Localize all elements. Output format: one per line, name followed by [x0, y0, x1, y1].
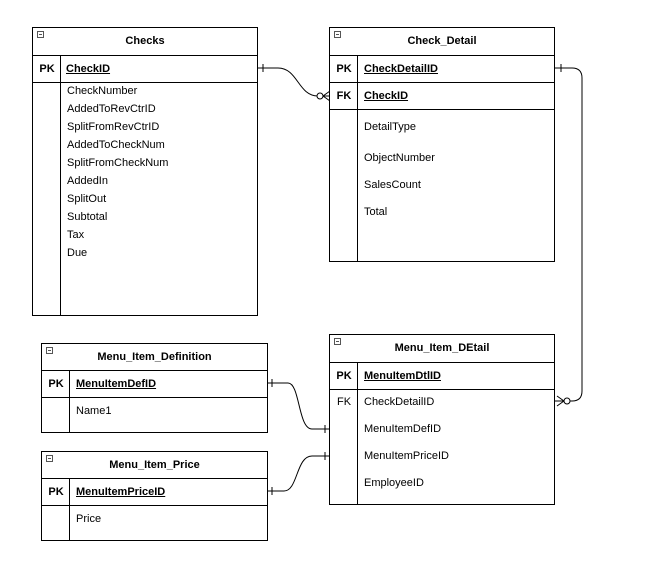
pk-label: PK [39, 63, 55, 75]
attribute: Price [76, 513, 102, 525]
pk-row: PK MenuItemDefID [42, 371, 267, 398]
pk-field: CheckID [66, 63, 111, 75]
collapse-icon[interactable] [46, 455, 53, 462]
collapse-icon[interactable] [334, 31, 341, 38]
pk-row: PK MenuItemDtlID [330, 363, 554, 390]
entity-menu-item-definition[interactable]: Menu_Item_Definition PK MenuItemDefID Na… [41, 343, 268, 433]
pk-field: MenuItemDtlID [364, 370, 441, 382]
entity-title: Checks [125, 35, 165, 47]
attribute: SplitFromCheckNum [67, 157, 169, 169]
attribute: EmployeeID [364, 477, 424, 489]
key-column-divider [357, 56, 358, 261]
attribute: ObjectNumber [364, 152, 435, 164]
collapse-icon[interactable] [37, 31, 44, 38]
attribute: AddedToCheckNum [67, 139, 165, 151]
attribute: CheckDetailID [364, 396, 435, 408]
collapse-icon[interactable] [46, 347, 53, 354]
pk-row: PK CheckID [33, 56, 257, 83]
entity-title: Menu_Item_DEtail [394, 342, 490, 354]
pk-label: PK [336, 370, 352, 382]
attribute: Tax [67, 229, 85, 241]
key-column-divider [357, 363, 358, 504]
entity-checks[interactable]: Checks PK CheckID CheckNumber AddedToRev… [32, 27, 258, 316]
pk-label: PK [336, 63, 352, 75]
key-column-divider [69, 479, 70, 540]
rel-price-menuitemdetail [268, 455, 330, 492]
fk-field: CheckID [364, 90, 409, 102]
zero-marker [316, 92, 324, 100]
pk-field: MenuItemDefID [76, 378, 157, 390]
attribute: DetailType [364, 121, 416, 133]
entity-header: Menu_Item_DEtail [330, 335, 554, 363]
many-marker [322, 90, 331, 102]
rel-checks-checkdetail [258, 67, 330, 97]
rel-checkdetail-menuitemdetail [555, 67, 583, 402]
pk-field: MenuItemPriceID [76, 486, 166, 498]
collapse-icon[interactable] [334, 338, 341, 345]
attribute: MenuItemDefID [364, 423, 442, 435]
entity-title: Check_Detail [407, 35, 477, 47]
attribute: MenuItemPriceID [364, 450, 449, 462]
entity-header: Checks [33, 28, 257, 56]
attribute: Due [67, 247, 88, 259]
attribute: AddedToRevCtrID [67, 103, 156, 115]
fk-label: FK [336, 90, 352, 102]
attribute: CheckNumber [67, 85, 138, 97]
entity-header: Menu_Item_Price [42, 452, 267, 479]
pk-label: PK [48, 486, 64, 498]
entity-menu-item-detail[interactable]: Menu_Item_DEtail PK MenuItemDtlID FK Che… [329, 334, 555, 505]
pk-field: CheckDetailID [364, 63, 438, 75]
attribute: AddedIn [67, 175, 108, 187]
entity-header: Check_Detail [330, 28, 554, 56]
pk-row: PK CheckDetailID [330, 56, 554, 83]
entity-check-detail[interactable]: Check_Detail PK CheckDetailID FK CheckID… [329, 27, 555, 262]
attribute: Total [364, 206, 388, 218]
attribute: SalesCount [364, 179, 421, 191]
entity-title: Menu_Item_Price [109, 459, 200, 471]
rel-definition-menuitemdetail [268, 382, 330, 430]
attribute: Name1 [76, 405, 112, 417]
key-column-divider [60, 56, 61, 315]
attribute: SplitOut [67, 193, 107, 205]
fk-label: FK [337, 396, 352, 408]
fk-row: FK CheckID [330, 83, 554, 110]
attribute: Subtotal [67, 211, 108, 223]
pk-row: PK MenuItemPriceID [42, 479, 267, 506]
attribute: SplitFromRevCtrID [67, 121, 160, 133]
entity-title: Menu_Item_Definition [97, 351, 212, 363]
pk-label: PK [48, 378, 64, 390]
key-column-divider [69, 371, 70, 432]
many-marker [556, 395, 565, 407]
entity-header: Menu_Item_Definition [42, 344, 267, 371]
entity-menu-item-price[interactable]: Menu_Item_Price PK MenuItemPriceID Price [41, 451, 268, 541]
zero-marker [563, 397, 571, 405]
